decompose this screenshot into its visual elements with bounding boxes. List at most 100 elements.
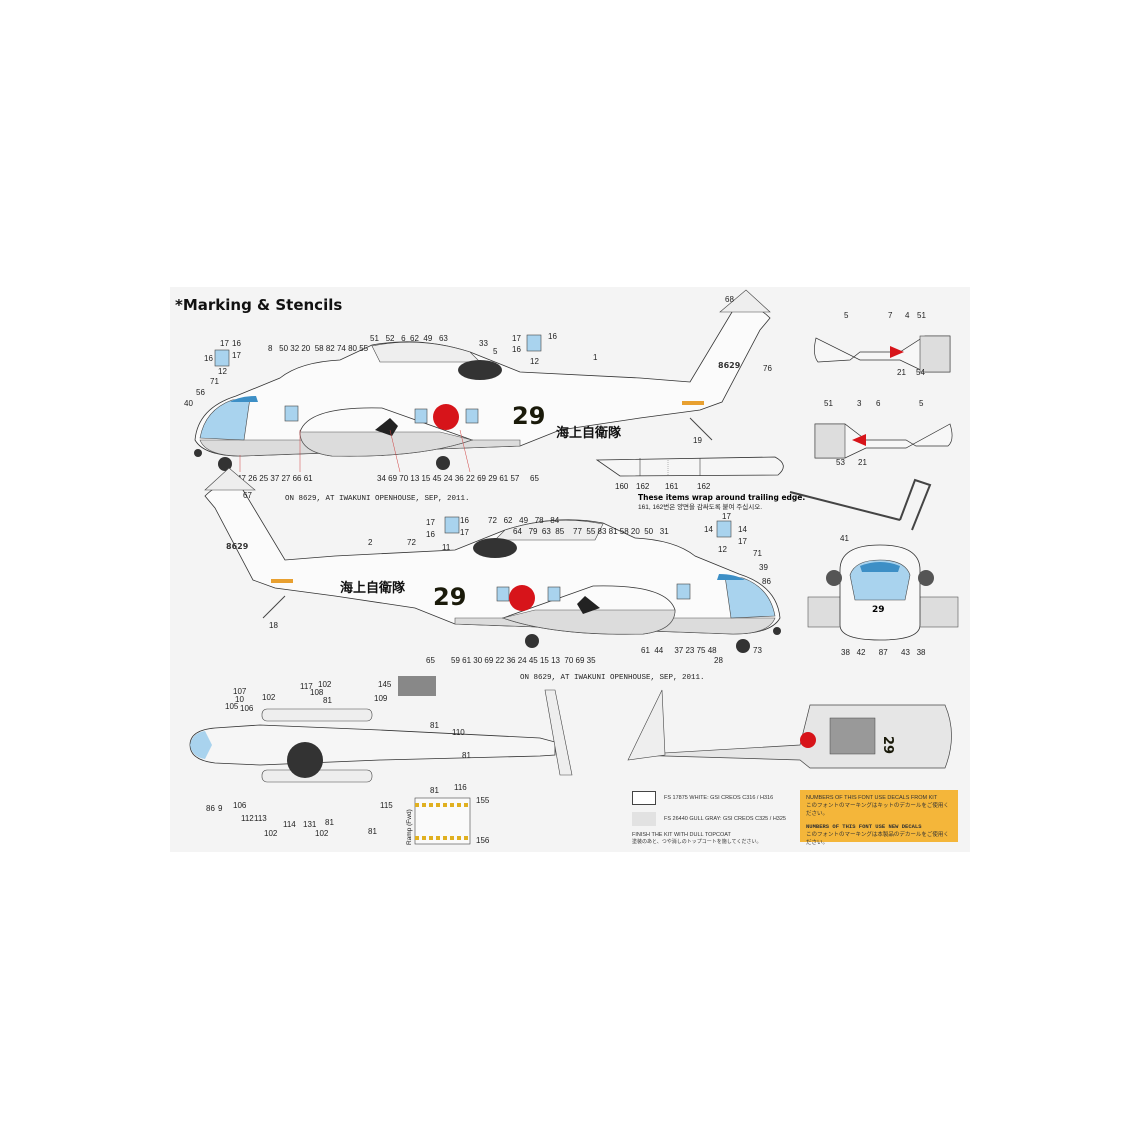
callout-label: 113 — [254, 814, 267, 823]
callout-label: 156 — [476, 836, 490, 845]
font-note-box: NUMBERS OF THIS FONT USE DECALS FROM KIT… — [800, 790, 958, 846]
callout-label: 4 — [905, 311, 910, 320]
plan-view-top: 107 102 117 108 81 102 145 109 81 110 81… — [189, 676, 573, 838]
callout-label: 17 — [220, 339, 229, 348]
callouts-second: 67 2 72 18 65 72 62 49 78 84 64 79 63 85… — [243, 491, 771, 665]
callout-label: 17 — [722, 512, 731, 521]
callout-label: 33 — [479, 339, 488, 348]
blade-note-title: These items wrap around trailing edge. — [638, 493, 805, 502]
callout-label: 53 — [836, 458, 845, 467]
callout-label: 14 — [704, 525, 713, 534]
plan-view-bottom: 29 — [627, 689, 952, 769]
caption-top: ON 8629, AT IWAKUNI OPENHOUSE, SEP, 2011… — [285, 495, 470, 503]
callout-label: 81 — [323, 696, 332, 705]
callout-label: 72 — [407, 538, 416, 547]
callout-label: 108 — [310, 688, 324, 697]
callout-label: 17 — [232, 351, 241, 360]
callout-label: 47 26 25 37 27 66 61 — [237, 474, 313, 483]
aircraft-number: 29 — [512, 402, 545, 430]
bottom-roundel — [800, 732, 816, 748]
callout-label: 7 — [888, 311, 893, 320]
callout-label: 11 — [442, 543, 451, 552]
callout-label: 38 42 87 43 38 — [841, 648, 926, 657]
service-text: 海上自衛隊 — [556, 425, 622, 441]
callout-label: 12 — [218, 367, 227, 376]
front-number: 29 — [872, 605, 885, 615]
serial-number: 8629 — [718, 361, 741, 370]
gull-gray-swatch — [632, 812, 656, 826]
callout-label: 1 — [593, 353, 598, 362]
callout-label: 102 — [318, 680, 332, 689]
callout-label: 109 — [374, 694, 388, 703]
callout-label: 76 — [763, 364, 772, 373]
callout-label: 161 — [665, 482, 679, 491]
callout-label: 131 — [303, 820, 317, 829]
callout-label: 71 — [210, 377, 219, 386]
callout-label: 106 — [233, 801, 247, 810]
callout-label: 112 — [241, 814, 254, 823]
callout-label: 2 — [368, 538, 373, 547]
callout-label: 21 — [858, 458, 867, 467]
callout-label: 72 62 49 78 84 — [488, 516, 560, 525]
callout-label: 17 — [512, 334, 521, 343]
callout-label: このフォントのマーキングはキットのデカールをご使用ください。 — [806, 803, 949, 817]
callout-label: 61 44 37 23 75 48 — [641, 646, 717, 655]
callout-label: 67 — [243, 491, 252, 500]
white-swatch — [632, 791, 656, 805]
callout-label: 3 — [857, 399, 862, 408]
callout-label: 162 — [636, 482, 650, 491]
callout-label: 51 — [917, 311, 926, 320]
callout-label: 16 — [548, 332, 557, 341]
callout-label: 9 — [218, 804, 223, 813]
callout-label: 56 — [196, 388, 205, 397]
callout-label: NUMBERS OF THIS FONT USE NEW DECALS — [806, 823, 922, 830]
callout-label: 17 — [460, 528, 469, 537]
callout-label: 116 — [454, 783, 467, 792]
callout-label: 41 — [840, 534, 849, 543]
callout-label: 73 — [753, 646, 762, 655]
callout-label: 12 — [530, 357, 539, 366]
callout-label: 51 — [824, 399, 833, 408]
callout-label: 115 — [380, 801, 393, 810]
callout-label: 81 — [462, 751, 471, 760]
callout-label: 81 — [430, 786, 439, 795]
service-text-2: 海上自衛隊 — [340, 580, 406, 596]
callout-label: 18 — [269, 621, 278, 630]
callout-label: 21 — [897, 368, 906, 377]
callout-label: 54 — [916, 368, 925, 377]
callout-label: 59 61 30 69 22 36 24 45 15 13 70 69 35 — [451, 656, 596, 665]
cockpit-window — [199, 397, 251, 441]
callout-label: 68 — [725, 295, 734, 304]
callout-label: 106 — [240, 704, 254, 713]
callout-label: NUMBERS OF THIS FONT USE DECALS FROM KIT — [806, 795, 938, 801]
callout-label: 86 — [206, 804, 215, 813]
callout-label: 16 — [232, 339, 241, 348]
callout-label: 6 — [876, 399, 881, 408]
caption-second: ON 8629, AT IWAKUNI OPENHOUSE, SEP, 2011… — [520, 674, 705, 682]
callout-label: 51 52 6 62 49 63 — [370, 334, 448, 343]
callout-label: 155 — [476, 796, 490, 805]
callout-label: 5 — [844, 311, 849, 320]
ramp-decal: 155 156 Ramp (Fwd) — [406, 796, 490, 845]
callout-label: 17 — [738, 537, 747, 546]
callout-label: 34 69 70 13 15 45 24 36 22 69 29 61 57 — [377, 474, 520, 483]
callout-label: 16 — [460, 516, 469, 525]
front-view: 29 41 38 42 87 43 38 — [789, 478, 959, 657]
serial-number-2: 8629 — [226, 542, 249, 551]
callout-label: 145 — [378, 680, 392, 689]
callout-label: 14 — [738, 525, 747, 534]
callout-label: 5 — [919, 399, 924, 408]
callout-label: 65 — [426, 656, 435, 665]
callout-label: 10 — [235, 695, 244, 704]
page-title: *Marking & Stencils — [175, 296, 342, 314]
callout-label: 102 — [264, 829, 278, 838]
callout-label: 107 — [233, 687, 247, 696]
callout-label: 105 — [225, 702, 239, 711]
callout-label: 19 — [693, 436, 702, 445]
callout-label: 64 79 63 85 77 55 83 81 58 20 50 31 — [513, 527, 669, 536]
callout-label: 12 — [718, 545, 727, 554]
side-view-right — [204, 467, 781, 653]
paint-legend: FS 17875 WHITE: GSI CREOS C316 / H316 FS… — [632, 791, 797, 845]
bottom-number: 29 — [880, 736, 895, 754]
